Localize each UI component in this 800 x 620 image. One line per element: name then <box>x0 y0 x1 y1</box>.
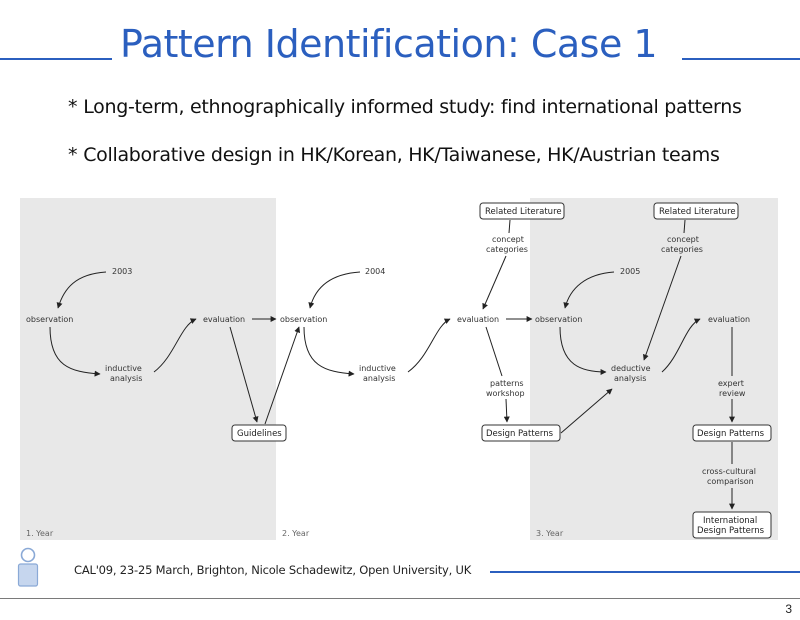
page-number: 3 <box>785 602 792 616</box>
flow-connector <box>485 326 503 377</box>
flow-arrow <box>560 388 613 434</box>
footer-citation: CAL'09, 23-25 March, Brighton, Nicole Sc… <box>74 563 472 577</box>
node-observation: observation <box>280 315 327 324</box>
flow-arrow <box>559 326 607 375</box>
node-international-design-patterns: Design Patterns <box>697 526 765 536</box>
flow-arrow <box>642 255 682 361</box>
node-international-design-patterns: International <box>703 516 757 526</box>
related-literature-box <box>653 202 739 220</box>
node-concept-categories: categories <box>661 245 703 254</box>
node-observation: observation <box>26 315 73 324</box>
design-patterns-box <box>692 424 772 442</box>
node-patterns-workshop: workshop <box>486 389 525 398</box>
flow-arrow <box>407 318 451 373</box>
bullet-text: Collaborative design in HK/Korean, HK/Ta… <box>83 144 720 166</box>
node-evaluation: evaluation <box>203 315 245 324</box>
guidelines-box <box>231 424 287 442</box>
process-diagram-svg: 2003 observation inductive analysis eval… <box>20 198 778 540</box>
bullet-mark: * <box>68 144 78 166</box>
flow-arrow <box>661 318 701 373</box>
node-evaluation: evaluation <box>708 315 750 324</box>
slide-title: Pattern Identification: Case 1 <box>120 22 658 66</box>
panel-label: 2. Year <box>282 529 310 538</box>
design-patterns-box <box>481 424 561 442</box>
node-inductive-analysis: inductive <box>359 364 396 373</box>
node-design-patterns: Design Patterns <box>486 429 554 439</box>
flow-arrow <box>264 326 301 425</box>
bullet-list: *Long-term, ethnographically informed st… <box>68 96 742 192</box>
node-cross-cultural-comparison: cross-cultural <box>702 467 756 476</box>
node-expert-review: expert <box>718 379 744 388</box>
flow-arrow <box>308 271 361 309</box>
bullet-item: *Collaborative design in HK/Korean, HK/T… <box>68 144 742 192</box>
node-expert-review: review <box>719 389 746 398</box>
footer-rule <box>490 571 800 573</box>
panel-label: 3. Year <box>536 529 564 538</box>
flow-arrow <box>503 398 510 423</box>
node-related-literature: Related Literature <box>485 207 562 217</box>
bullet-text: Long-term, ethnographically informed stu… <box>83 96 742 118</box>
node-cross-cultural-comparison: comparison <box>707 477 754 486</box>
node-inductive-analysis: analysis <box>363 374 395 383</box>
bullet-item: *Long-term, ethnographically informed st… <box>68 96 742 144</box>
international-patterns-box <box>692 511 772 539</box>
flow-arrow <box>563 271 615 309</box>
bullet-mark: * <box>68 96 78 118</box>
node-inductive-analysis: analysis <box>110 374 142 383</box>
node-guidelines: Guidelines <box>237 429 282 439</box>
related-literature-box <box>479 202 565 220</box>
flow-arrow <box>482 255 507 310</box>
flow-connector <box>508 219 511 234</box>
node-related-literature: Related Literature <box>659 207 736 217</box>
node-concept-categories: concept <box>667 235 699 244</box>
node-observation: observation <box>535 315 582 324</box>
flow-arrow <box>56 271 107 309</box>
node-evaluation: evaluation <box>457 315 499 324</box>
year-label: 2004 <box>365 267 385 276</box>
flow-connector <box>683 219 686 234</box>
flow-arrow <box>229 326 259 423</box>
panel-label: 1. Year <box>26 529 54 538</box>
year3-panel <box>530 198 778 540</box>
flow-arrow <box>303 326 355 377</box>
year-label: 2005 <box>620 267 640 276</box>
footer-separator <box>0 598 800 599</box>
node-deductive-analysis: analysis <box>614 374 646 383</box>
title-rule-left <box>0 58 112 60</box>
node-patterns-workshop: patterns <box>490 379 524 388</box>
node-deductive-analysis: deductive <box>611 364 651 373</box>
flow-arrow <box>49 326 101 377</box>
flow-arrow <box>153 318 197 373</box>
node-concept-categories: categories <box>486 245 528 254</box>
title-rule-right <box>682 58 800 60</box>
node-concept-categories: concept <box>492 235 524 244</box>
node-design-patterns: Design Patterns <box>697 429 765 439</box>
node-inductive-analysis: inductive <box>105 364 142 373</box>
year1-panel <box>20 198 276 540</box>
year-label: 2003 <box>112 267 132 276</box>
university-logo <box>17 547 39 587</box>
process-diagram: 2003 observation inductive analysis eval… <box>20 196 780 542</box>
